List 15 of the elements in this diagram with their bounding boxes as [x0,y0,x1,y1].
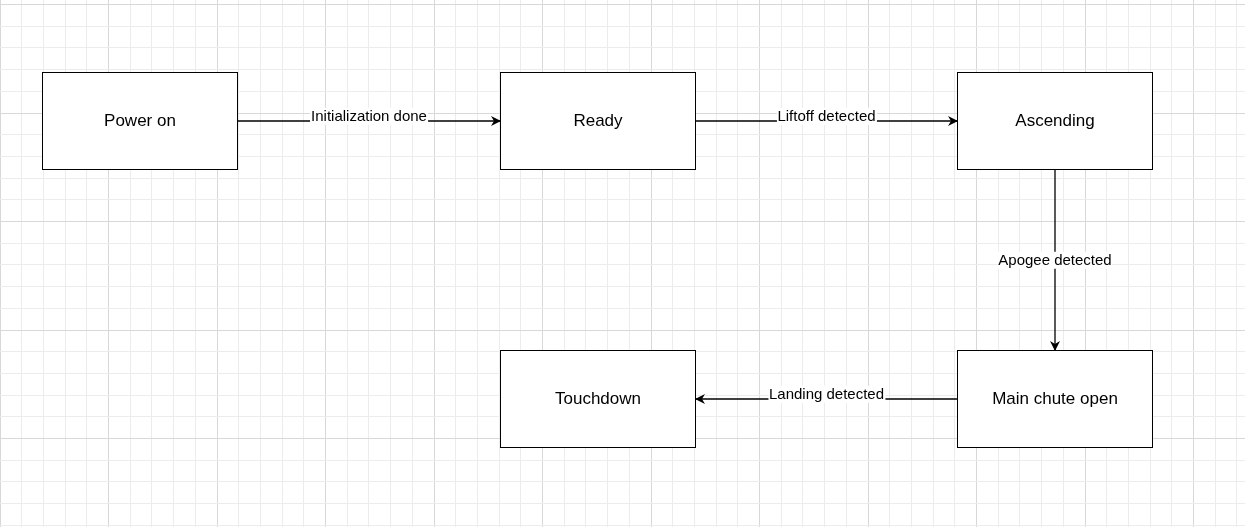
state-name: Ascending [1015,111,1095,131]
edge-label: Landing detected [767,385,886,403]
edge-label: Initialization done [310,107,428,125]
state-box [957,72,1153,170]
state-box [500,350,696,448]
state-box [500,72,696,170]
state-name: Ready [573,111,623,131]
state-box [957,350,1153,448]
arrow [1050,169,1060,351]
state-name: Touchdown [555,389,641,409]
edge-label: Liftoff detected [776,107,877,125]
state-box [42,72,238,170]
state-name: Power on [104,111,176,131]
edge-label: Apogee detected [997,251,1113,269]
state-name: Main chute open [992,389,1118,409]
